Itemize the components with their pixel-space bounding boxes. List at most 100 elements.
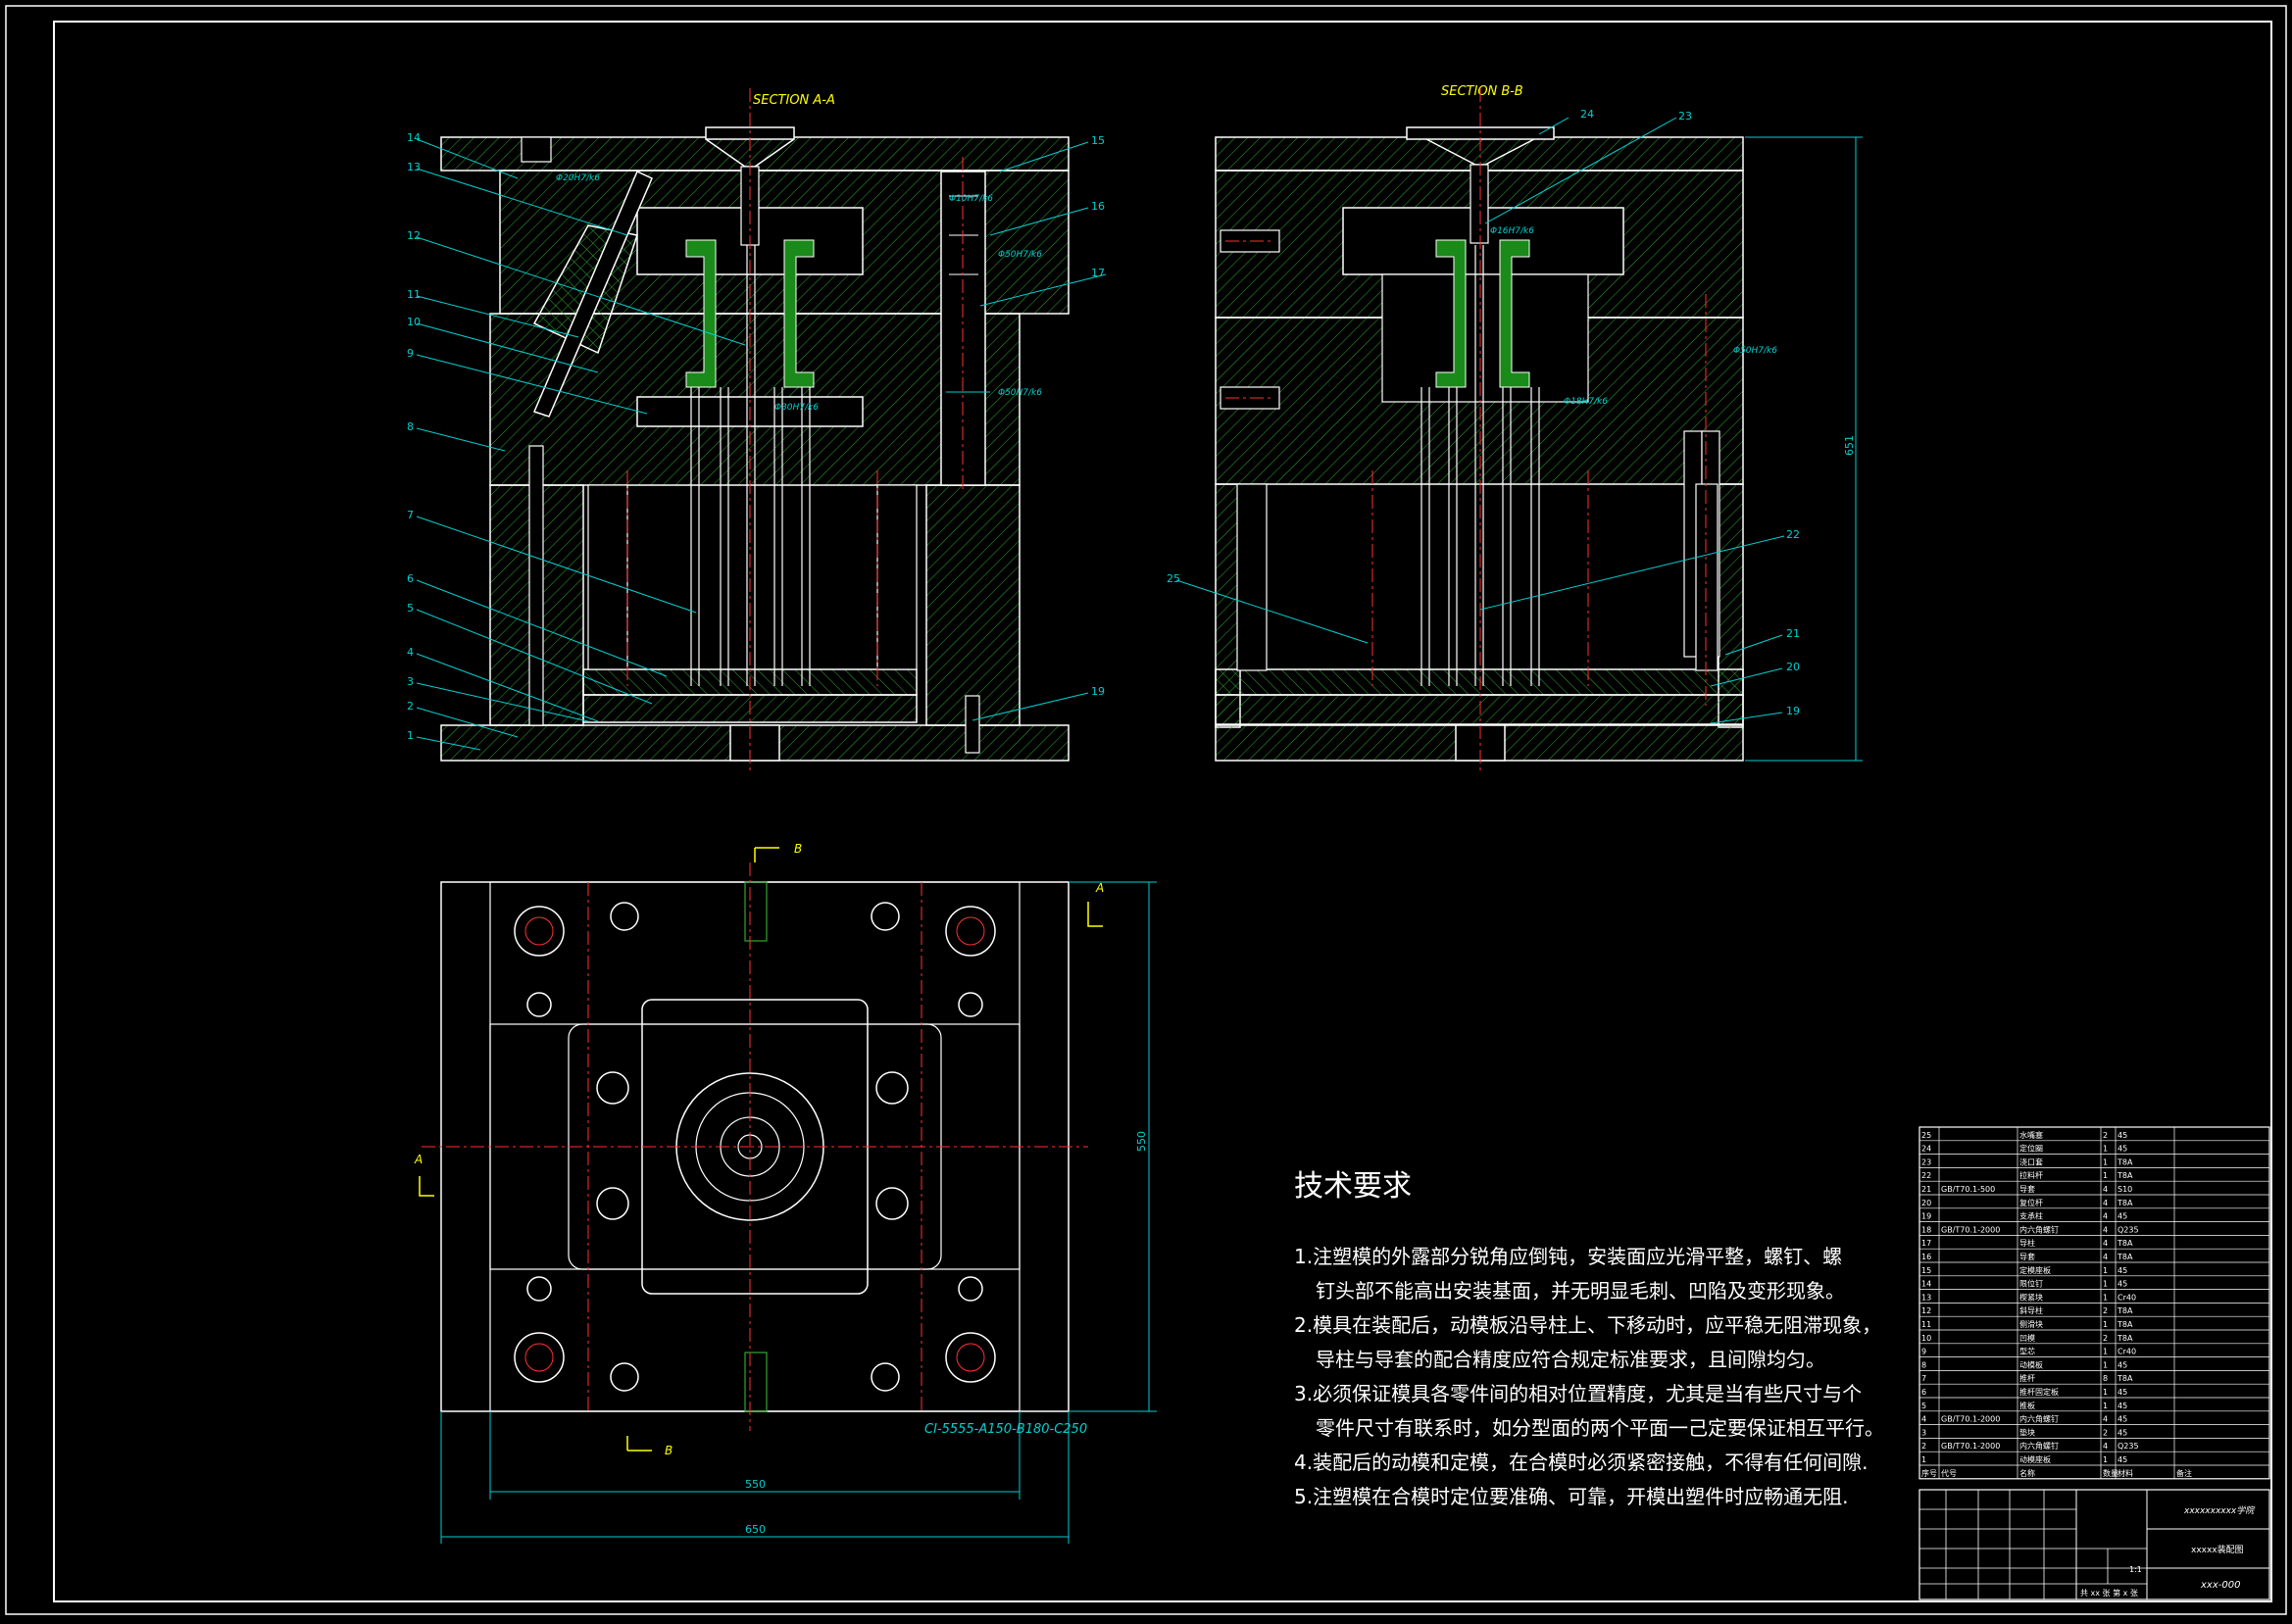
outer-border xyxy=(5,5,2287,1615)
bom-cell-mat: T8A xyxy=(2117,1334,2133,1343)
svg-text:Φ20H7/k6: Φ20H7/k6 xyxy=(556,173,600,183)
bom-cell-no: 13 xyxy=(1921,1293,1931,1302)
tech-req-title: 技术要求 xyxy=(1294,1169,1412,1204)
bom-cell-no: 14 xyxy=(1921,1280,1931,1289)
bom-cell-mat: 45 xyxy=(2118,1280,2127,1289)
bom-cell-qty: 1 xyxy=(2103,1402,2108,1410)
section-b-balloons: 24 23 25 22 21 20 19 xyxy=(1167,108,1800,717)
svg-text:Φ30H7/k6: Φ30H7/k6 xyxy=(774,403,819,413)
svg-text:8: 8 xyxy=(407,420,414,433)
arrow-a-left: A xyxy=(414,1153,423,1166)
svg-text:1: 1 xyxy=(407,729,414,742)
bom-header-std: 代号 xyxy=(1941,1468,1957,1478)
bom-cell-no: 5 xyxy=(1921,1402,1926,1410)
bom-cell-no: 4 xyxy=(1921,1415,1926,1424)
bom-cell-mat: 45 xyxy=(2118,1266,2127,1275)
bom-cell-qty: 2 xyxy=(2103,1131,2108,1140)
bom-cell-qty: 2 xyxy=(2103,1428,2108,1437)
svg-text:19: 19 xyxy=(1091,685,1105,698)
arrow-b-top: B xyxy=(794,842,802,856)
bom-cell-name: 水嘴塞 xyxy=(2019,1130,2043,1140)
svg-text:20: 20 xyxy=(1786,661,1800,673)
bom-cell-qty: 1 xyxy=(2103,1157,2108,1166)
section-a-view: SECTION A-A xyxy=(407,88,1107,774)
dim-650: 650 xyxy=(745,1523,766,1536)
bom-cell-no: 22 xyxy=(1921,1171,1931,1180)
bom-cell-name: 推板 xyxy=(2019,1401,2035,1410)
inner-border xyxy=(53,21,2272,1602)
svg-text:Φ16H7/k6: Φ16H7/k6 xyxy=(1490,226,1534,236)
bom-cell-no: 20 xyxy=(1921,1199,1931,1207)
svg-text:14: 14 xyxy=(407,131,421,144)
bom-cell-qty: 4 xyxy=(2103,1415,2108,1424)
bom-cell-qty: 1 xyxy=(2103,1320,2108,1329)
bom-cell-qty: 1 xyxy=(2103,1348,2108,1356)
bom-cell-name: 动模板 xyxy=(2019,1359,2043,1369)
svg-text:2: 2 xyxy=(407,700,414,713)
bom-cell-mat: Q235 xyxy=(2118,1225,2139,1234)
bom-cell-qty: 4 xyxy=(2103,1199,2108,1207)
bom-cell-no: 10 xyxy=(1921,1334,1931,1343)
bom-cell-mat: S10 xyxy=(2118,1185,2132,1194)
bom-cell-mat: 45 xyxy=(2118,1388,2127,1397)
bom-cell-no: 25 xyxy=(1921,1131,1931,1140)
tech-req-line: 钉头部不能高出安装基面，并无明显毛刺、凹陷及变形现象。 xyxy=(1316,1279,1845,1303)
bom-cell-name: 内六角螺钉 xyxy=(2019,1414,2059,1424)
dim-550-inner: 550 xyxy=(745,1478,766,1491)
bom-cell-name: 导柱 xyxy=(2019,1238,2035,1248)
plan-view: 550 650 550 CI-5555-A150-B180-C250 B B A… xyxy=(414,842,1157,1544)
bom-cell-name: 推杆固定板 xyxy=(2019,1387,2059,1397)
bom-cell-qty: 1 xyxy=(2103,1280,2108,1289)
bom-cell-name: 内六角螺钉 xyxy=(2019,1224,2059,1234)
svg-text:13: 13 xyxy=(407,161,421,173)
section-a-fits: Φ20H7/k6 Φ10H7/k6 Φ50H7/k6 Φ30H7/k6 Φ50H… xyxy=(556,173,1042,413)
svg-text:19: 19 xyxy=(1786,705,1800,717)
bom-cell-name: 支承柱 xyxy=(2019,1211,2043,1221)
bom-cell-no: 23 xyxy=(1921,1157,1931,1166)
svg-text:15: 15 xyxy=(1091,134,1105,147)
bom-cell-mat: T8A xyxy=(2117,1374,2133,1383)
bom-cell-mat: 45 xyxy=(2118,1455,2127,1464)
svg-text:Φ50H7/k6: Φ50H7/k6 xyxy=(998,388,1042,398)
bom-cell-name: 斜导柱 xyxy=(2019,1305,2043,1315)
bom-cell-qty: 1 xyxy=(2103,1360,2108,1369)
svg-text:6: 6 xyxy=(407,572,414,585)
svg-text:Φ50H7/k6: Φ50H7/k6 xyxy=(1733,346,1777,356)
tech-req-line: 1.注塑模的外露部分锐角应倒钝，安装面应光滑平整，螺钉、螺 xyxy=(1294,1245,1843,1268)
bom-cell-no: 3 xyxy=(1921,1428,1926,1437)
section-a-title: SECTION A-A xyxy=(753,93,835,108)
bom-cell-mat: Q235 xyxy=(2118,1442,2139,1451)
bom-cell-name: 拉料杆 xyxy=(2019,1170,2043,1180)
mold-code: CI-5555-A150-B180-C250 xyxy=(924,1422,1087,1437)
bom-cell-no: 18 xyxy=(1921,1225,1931,1234)
svg-text:7: 7 xyxy=(407,509,414,521)
bom-cell-qty: 1 xyxy=(2103,1455,2108,1464)
bom-cell-no: 24 xyxy=(1921,1145,1931,1154)
svg-text:22: 22 xyxy=(1786,528,1800,541)
bom-cell-qty: 4 xyxy=(2103,1239,2108,1248)
bom-cell-no: 1 xyxy=(1921,1455,1926,1464)
scale: 1:1 xyxy=(2129,1565,2142,1574)
bom-cell-no: 21 xyxy=(1921,1185,1931,1194)
bom-cell-qty: 4 xyxy=(2103,1185,2108,1194)
section-b-view: SECTION B-B xyxy=(1167,84,1863,774)
svg-text:9: 9 xyxy=(407,347,414,360)
bom-cell-no: 19 xyxy=(1921,1212,1931,1221)
bom-cell-qty: 4 xyxy=(2103,1212,2108,1221)
bom-cell-qty: 1 xyxy=(2103,1388,2108,1397)
bom-cell-no: 11 xyxy=(1921,1320,1931,1329)
svg-text:11: 11 xyxy=(407,288,421,301)
svg-text:21: 21 xyxy=(1786,627,1800,640)
bom-cell-name: 定模座板 xyxy=(2019,1265,2051,1275)
bom-cell-no: 8 xyxy=(1921,1360,1926,1369)
dim-550-vertical: 550 xyxy=(1135,1131,1148,1152)
arrow-a-right: A xyxy=(1095,881,1104,895)
bom-cell-no: 12 xyxy=(1921,1306,1931,1315)
bom-cell-no: 17 xyxy=(1921,1239,1931,1248)
tech-req-line: 3.必须保证模具各零件间的相对位置精度，尤其是当有些尺寸与个 xyxy=(1294,1382,1863,1405)
bom-cell-qty: 4 xyxy=(2103,1442,2108,1451)
svg-text:5: 5 xyxy=(407,602,414,615)
bom-cell-mat: T8A xyxy=(2117,1253,2133,1261)
svg-text:Φ10H7/k6: Φ10H7/k6 xyxy=(949,194,993,204)
